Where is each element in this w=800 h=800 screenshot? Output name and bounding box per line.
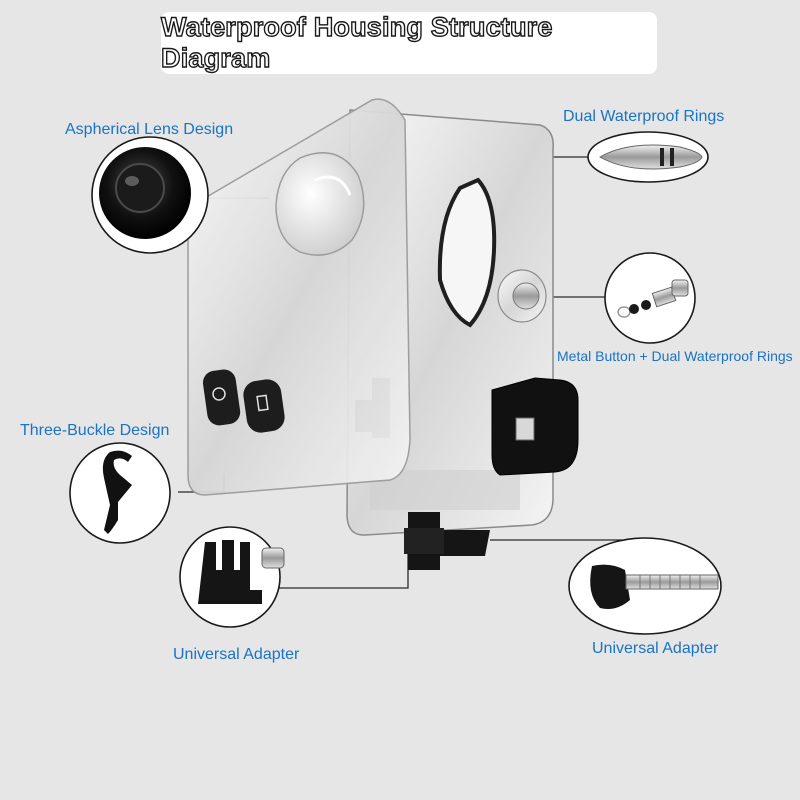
adapter-right-detail bbox=[568, 537, 722, 635]
housing-side-button bbox=[497, 269, 547, 323]
diagram-title: Waterproof Housing Structure Diagram bbox=[160, 11, 553, 73]
housing-front bbox=[187, 98, 411, 496]
label-adapter-right: Universal Adapter bbox=[592, 640, 719, 657]
button-parts-detail bbox=[604, 252, 696, 344]
title-box: Waterproof Housing Structure Diagram bbox=[160, 11, 657, 74]
housing-buckle bbox=[491, 377, 579, 476]
leader-adapter-left bbox=[270, 548, 409, 589]
housing-mount bbox=[404, 512, 490, 570]
label-metal-button: Metal Button + Dual Waterproof Rings bbox=[557, 348, 793, 364]
label-dual-rings: Dual Waterproof Rings bbox=[563, 108, 725, 125]
lens-detail bbox=[91, 136, 209, 254]
buckle-detail bbox=[69, 442, 171, 544]
rings-detail bbox=[587, 131, 709, 183]
label-aspherical-lens: Aspherical Lens Design bbox=[65, 121, 234, 138]
adapter-left-detail bbox=[179, 526, 285, 628]
label-three-buckle: Three-Buckle Design bbox=[20, 422, 170, 439]
label-adapter-left: Universal Adapter bbox=[173, 646, 300, 663]
